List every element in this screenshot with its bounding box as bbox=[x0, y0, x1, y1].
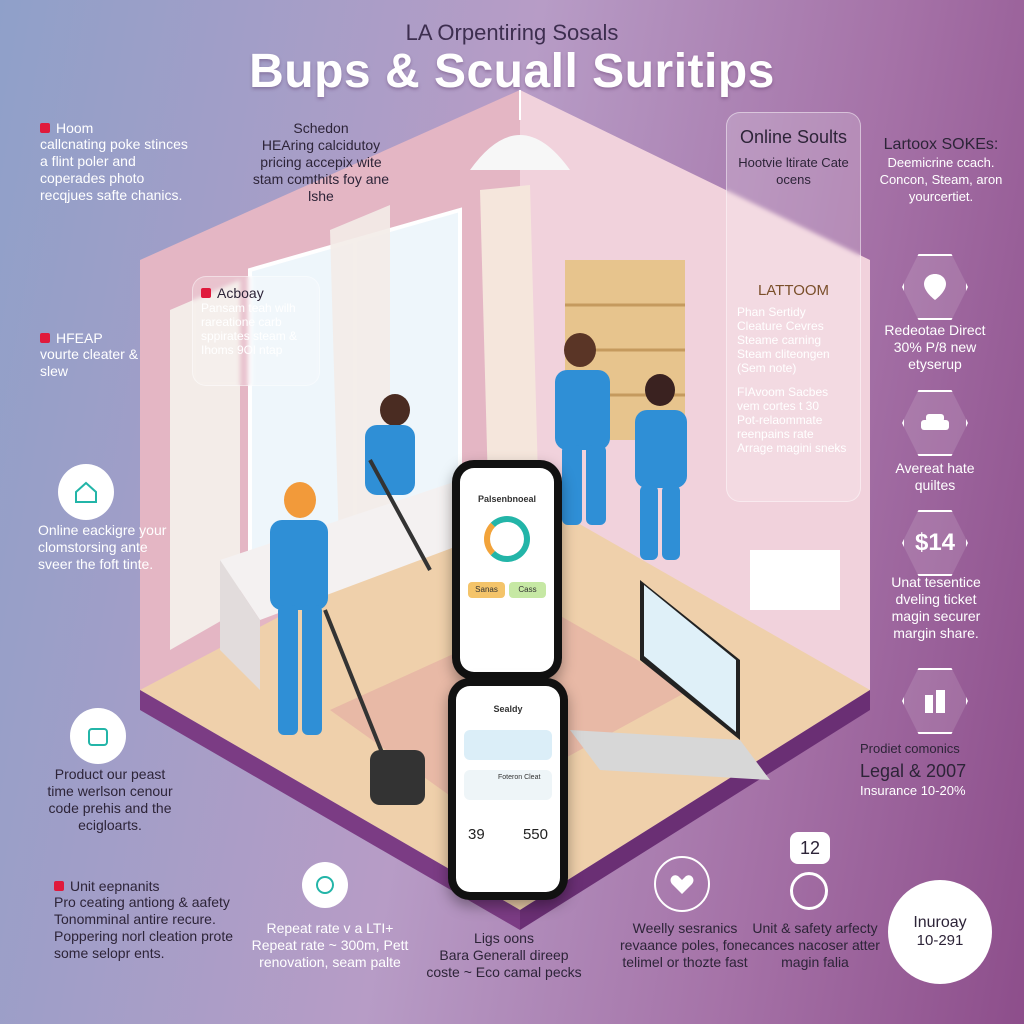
bullet-item: Arrage magini sneks bbox=[737, 441, 847, 455]
profile-card[interactable]: Foteron Cleat bbox=[464, 770, 552, 800]
lattoom-title: LATTOOM bbox=[757, 282, 830, 299]
acboay-text: Pansam teah wilh rareatione carb sppirat… bbox=[201, 301, 298, 357]
schedule-text: HEAring calcidutoy pricing accepix wite … bbox=[252, 137, 390, 204]
bottom-item-2-text: Bara Generall direep coste ~ Eco camal p… bbox=[426, 947, 582, 980]
badge-icon bbox=[40, 123, 50, 133]
progress-ring bbox=[484, 516, 530, 562]
bottom-item-2: Ligs oons Bara Generall direep coste ~ E… bbox=[424, 930, 584, 981]
building-icon bbox=[902, 668, 968, 734]
laptop bbox=[570, 580, 770, 780]
app-header: Sealdy bbox=[493, 704, 523, 714]
acboay-title: Acboay bbox=[217, 285, 264, 301]
card-b[interactable]: Cass bbox=[509, 582, 546, 598]
right-item-5-text: Prodiet comonics bbox=[860, 741, 960, 756]
left-item-3-text: Online eackigre your clomstorsing ante s… bbox=[38, 522, 167, 572]
bullet-item: FIAvoom Sacbes vem cortes t 30 bbox=[737, 385, 829, 413]
count-badge: 12 bbox=[790, 832, 830, 864]
worker-left bbox=[270, 482, 425, 805]
phone-app-booking[interactable]: Sealdy Foteron Cleat 39 550 bbox=[448, 678, 568, 900]
clock-icon bbox=[302, 862, 348, 908]
bottom-item-3-text: Weelly sesranics revaance poles, fone te… bbox=[620, 920, 750, 970]
worker-center bbox=[555, 333, 610, 525]
app-name: Palsenbnoeal bbox=[477, 494, 537, 504]
stat-a: 39 bbox=[468, 826, 485, 843]
insurance-title: Inuroay bbox=[913, 914, 967, 931]
insurance-value: 10-291 bbox=[916, 932, 964, 949]
stat-b: 550 bbox=[522, 826, 548, 843]
acboay-card: Acboay Pansam teah wilh rareatione carb … bbox=[192, 276, 320, 386]
right-item-1: Lartoox SOKEs: Deemicrine ccach. Concon,… bbox=[876, 136, 1006, 205]
lattoom-text: Phan Sertidy Cleature Cevres Steame carn… bbox=[737, 305, 830, 375]
vacuum-unit bbox=[370, 750, 425, 805]
online-text: Hootvie ltirate Cate ocens bbox=[738, 155, 849, 187]
insurance-badge: Inuroay 10-291 bbox=[888, 880, 992, 984]
bottom-item-2-title: Ligs oons bbox=[474, 930, 534, 946]
right-item-5-value: Legal & 2007 bbox=[860, 761, 967, 781]
left-item-2-title: HFEAP bbox=[56, 330, 103, 346]
left-item-1-title: Hoom bbox=[56, 120, 94, 136]
bottom-item-4-text: Unit & safety arfecty cances nacoser att… bbox=[750, 920, 880, 970]
left-item-1-text: callcnating poke stinces a flint poler a… bbox=[40, 136, 188, 203]
house-icon bbox=[58, 464, 114, 520]
car-icon bbox=[902, 390, 968, 456]
heart-icon bbox=[654, 856, 710, 912]
schedule-block: Schedon HEAring calcidutoy pricing accep… bbox=[246, 120, 396, 205]
left-item-2-text: vourte cleater & slew bbox=[40, 346, 139, 379]
badge-icon bbox=[201, 288, 211, 298]
image-card[interactable] bbox=[464, 730, 552, 760]
bullet-list: FIAvoom Sacbes vem cortes t 30 Pot-relao… bbox=[737, 385, 850, 455]
right-item-2-text: Redeotae Direct 30% P/8 new etyserup bbox=[884, 322, 986, 372]
side-table bbox=[750, 550, 840, 610]
right-item-1-title: Lartoox SOKEs: bbox=[883, 136, 999, 153]
right-item-4-text: Unat tesentice dveling ticket magin secu… bbox=[891, 574, 981, 641]
right-item-5: Prodiet comonics Legal & 2007 Insurance … bbox=[860, 740, 1010, 799]
subtitle: LA Orpentiring Sosals bbox=[405, 20, 619, 45]
left-item-5-text: Pro ceating antiong & aafety Tonomminal … bbox=[54, 894, 234, 961]
left-item-4-text: Product our peast time werlson cenour co… bbox=[47, 766, 173, 833]
left-item-5-title: Unit eepnanits bbox=[70, 878, 160, 894]
card-a[interactable]: Sanas bbox=[468, 582, 505, 598]
schedule-title: Schedon bbox=[293, 120, 349, 136]
bullet-item: Pot-relaommate reenpains rate bbox=[737, 413, 823, 441]
calendar-icon bbox=[70, 708, 126, 764]
online-title: Online Soults bbox=[739, 127, 848, 147]
right-item-5-sub: Insurance 10-20% bbox=[860, 783, 966, 798]
gear-icon bbox=[790, 872, 828, 910]
price-value: $14 bbox=[902, 510, 968, 576]
left-item-2: HFEAP vourte cleater & slew bbox=[40, 330, 150, 380]
page-title: Bups & Scuall Suritips bbox=[249, 45, 775, 98]
worker-right bbox=[635, 374, 687, 560]
left-item-1: Hoom callcnating poke stinces a flint po… bbox=[40, 120, 190, 204]
location-pin-icon bbox=[902, 254, 968, 320]
right-item-1-text: Deemicrine ccach. Concon, Steam, aron yo… bbox=[879, 155, 1003, 204]
left-item-5: Unit eepnanits Pro ceating antiong & aaf… bbox=[54, 878, 244, 962]
right-item-3-text: Avereat hate quiltes bbox=[895, 460, 975, 493]
phone-app-dashboard[interactable]: Palsenbnoeal Sanas Cass bbox=[452, 460, 562, 680]
right-info-panel: Online Soults Hootvie ltirate Cate ocens… bbox=[726, 112, 861, 502]
badge-icon bbox=[54, 881, 64, 891]
bottom-item-1-text: Repeat rate v a LTI+ Repeat rate ~ 300m,… bbox=[251, 920, 409, 970]
worker-sofa bbox=[365, 394, 432, 571]
ceiling-lamp bbox=[470, 135, 570, 170]
badge-icon bbox=[40, 333, 50, 343]
